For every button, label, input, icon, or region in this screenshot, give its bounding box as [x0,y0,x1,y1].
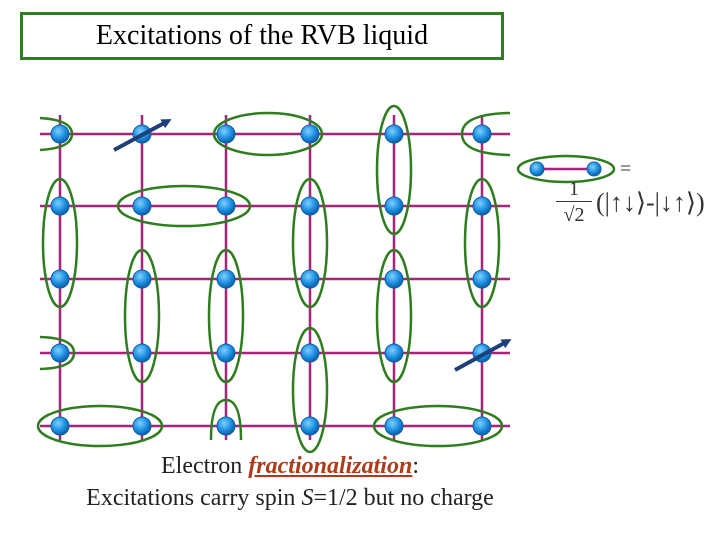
lattice-sites [50,124,492,436]
singlet-col5-r1r2 [375,104,413,236]
site [216,343,236,363]
spinon-arrow-up-right-2 [454,339,512,372]
legend-fraction: 1 √2 [556,178,592,226]
site [300,416,320,436]
site [384,196,404,216]
site [132,196,152,216]
spinon-arrow-up-right-1 [113,119,172,152]
legend-site-left [529,161,545,177]
caption-spin-symbol: S [301,485,314,511]
site [384,124,404,144]
singlet-row5-c1c2 [36,404,164,448]
caption-line2-suffix: =1/2 but no charge [313,485,494,511]
singlet-row5-c5c6 [372,404,504,448]
site [384,269,404,289]
legend-fraction-numerator: 1 [556,178,592,202]
site [216,269,236,289]
site [132,343,152,363]
legend-site-right [586,161,602,177]
site [472,269,492,289]
site [50,124,70,144]
caption-line-2: Excitations carry spin S=1/2 but no char… [0,485,580,512]
lattice-horizontal-bonds [40,132,510,428]
singlet-row1-c3c4 [212,111,324,157]
singlet-col4-r2r3 [291,177,329,309]
site [216,416,236,436]
singlet-partial-right-row1 [460,111,511,157]
singlet-bonds [36,104,511,454]
caption-line1-suffix: : [412,453,419,479]
diagram-title: Excitations of the RVB liquid [95,20,429,51]
legend-singlet-ellipse [516,154,616,184]
site [384,416,404,436]
spinon-arrows [113,119,512,372]
site [216,124,236,144]
singlet-col2-r3r4 [123,248,161,384]
site [50,196,70,216]
title-box: Excitations of the RVB liquid [20,12,504,60]
singlet-partial-bottom-col3 [209,398,243,441]
site [472,124,492,144]
site [50,269,70,289]
lattice-vertical-bonds [58,115,484,440]
site [50,343,70,363]
site [132,269,152,289]
site [300,343,320,363]
caption-line2-prefix: Excitations carry spin [86,485,302,511]
singlet-col4-r4r5 [291,326,329,454]
site [300,269,320,289]
site [300,124,320,144]
singlet-legend [516,154,616,184]
legend-fraction-denominator: √2 [563,204,585,226]
singlet-col6-r2r3 [463,177,501,309]
site [472,416,492,436]
singlet-col3-r3r4 [207,248,245,384]
site [384,343,404,363]
singlet-partial-left-row4 [39,335,76,371]
site [472,196,492,216]
site [216,196,236,216]
site [300,196,320,216]
caption-line1-prefix: Electron [161,453,249,479]
site [50,416,70,436]
legend-ket-expression: (|↑↓⟩-|↓↑⟩) [596,188,705,217]
singlet-col1-r2r3 [41,177,79,309]
caption-line-1: Electron fractionalization: [0,453,580,480]
caption-highlight-word: fractionalization [248,453,413,479]
singlet-row2-c2c3 [116,184,252,228]
legend-equals-sign: = [620,158,632,180]
singlet-col5-r3r4 [375,248,413,384]
site [132,416,152,436]
singlet-partial-left-row1 [39,116,74,152]
